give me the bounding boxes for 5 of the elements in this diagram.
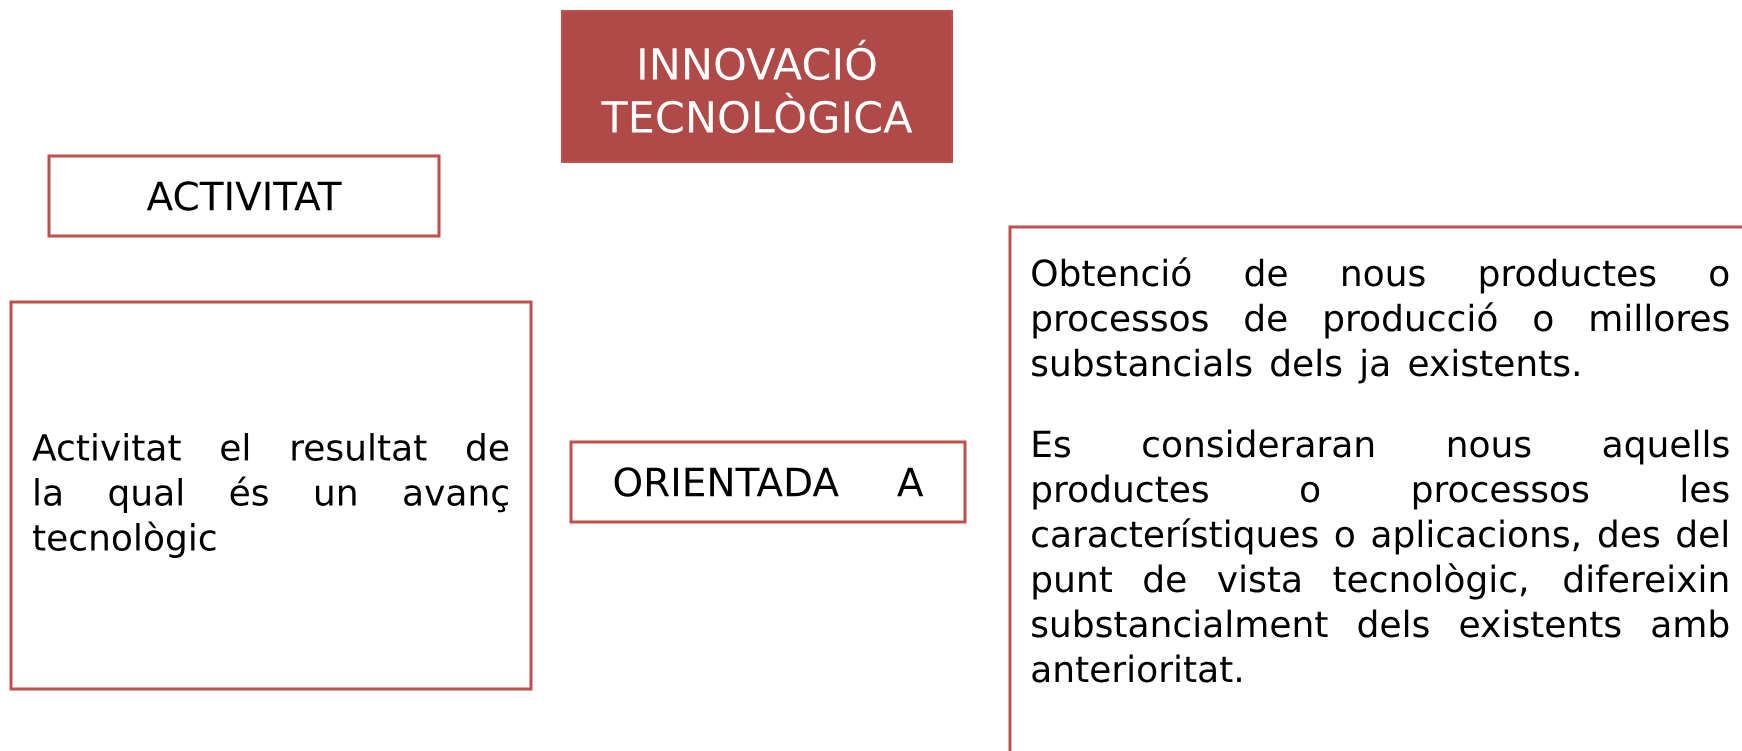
label-box: ACTIVITAT: [47, 154, 441, 238]
label-box: ORIENTADA A: [569, 440, 967, 524]
title-box: INNOVACIÓ TECNOLÒGICA: [561, 10, 953, 163]
text-box: Activitat el resultat de la qual és un avanç tecnològic: [9, 300, 533, 691]
text-box: Obtenció de nous productes o processos de producció o millores substancials dels ja existents. Es consideraran nous aquells productes o processos les característiques o aplicacions, des del punt de vista tecnològic, difereixin substancialment dels existents amb anterioritat.: [1008, 225, 1742, 751]
